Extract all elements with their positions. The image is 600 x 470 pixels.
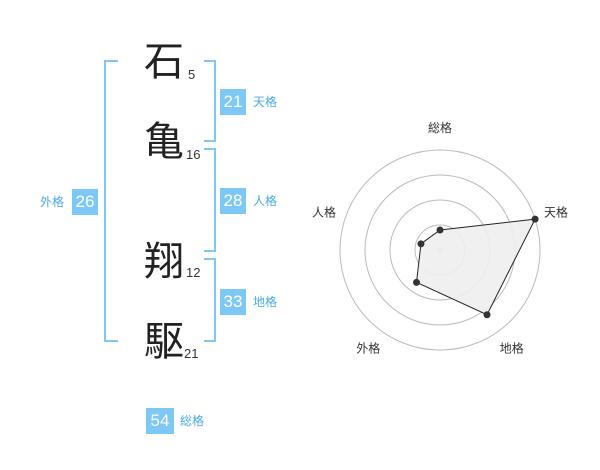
- stroke-count-3: 12: [186, 265, 201, 280]
- stroke-count-4: 21: [184, 346, 199, 361]
- radar-point-2: [483, 311, 491, 319]
- gaikaku-value: 26: [72, 189, 98, 215]
- radar-point-0: [436, 226, 444, 234]
- jinkaku-value: 28: [220, 188, 246, 214]
- stroke-count-2: 16: [186, 147, 201, 162]
- radar-point-4: [417, 240, 425, 248]
- chikaku-label: 地格: [253, 295, 278, 309]
- name-char-4: 駆: [144, 319, 184, 365]
- name-char-2: 亀: [144, 119, 184, 165]
- radar-point-3: [412, 278, 420, 286]
- radar-area: [415, 218, 536, 316]
- gaikaku-bracket: [104, 60, 118, 342]
- radar-axis-label-3: 外格: [356, 341, 380, 356]
- jinkaku-bracket: [204, 148, 216, 252]
- name-char-3: 翔: [144, 239, 184, 285]
- stroke-count-1: 5: [188, 67, 196, 82]
- name-char-1: 石: [144, 39, 184, 85]
- radar-axis-label-4: 人格: [312, 204, 336, 219]
- tenkaku-value: 21: [220, 89, 246, 115]
- radar-axis-label-1: 天格: [544, 204, 568, 219]
- radar-axis-label-2: 地格: [500, 341, 524, 356]
- tenkaku-bracket: [204, 60, 216, 142]
- radar-point-1: [531, 215, 539, 223]
- chikaku-bracket: [204, 258, 216, 342]
- soukaku-label: 総格: [180, 414, 205, 428]
- soukaku-value: 54: [146, 408, 174, 434]
- chikaku-value: 33: [220, 289, 246, 315]
- tenkaku-label: 天格: [253, 95, 278, 109]
- radar-shape: [412, 215, 539, 319]
- gaikaku-label: 外格: [40, 195, 65, 209]
- radar-ring-4: [339, 149, 541, 351]
- radar-axis-label-0: 総格: [428, 120, 452, 135]
- jinkaku-label: 人格: [253, 194, 278, 208]
